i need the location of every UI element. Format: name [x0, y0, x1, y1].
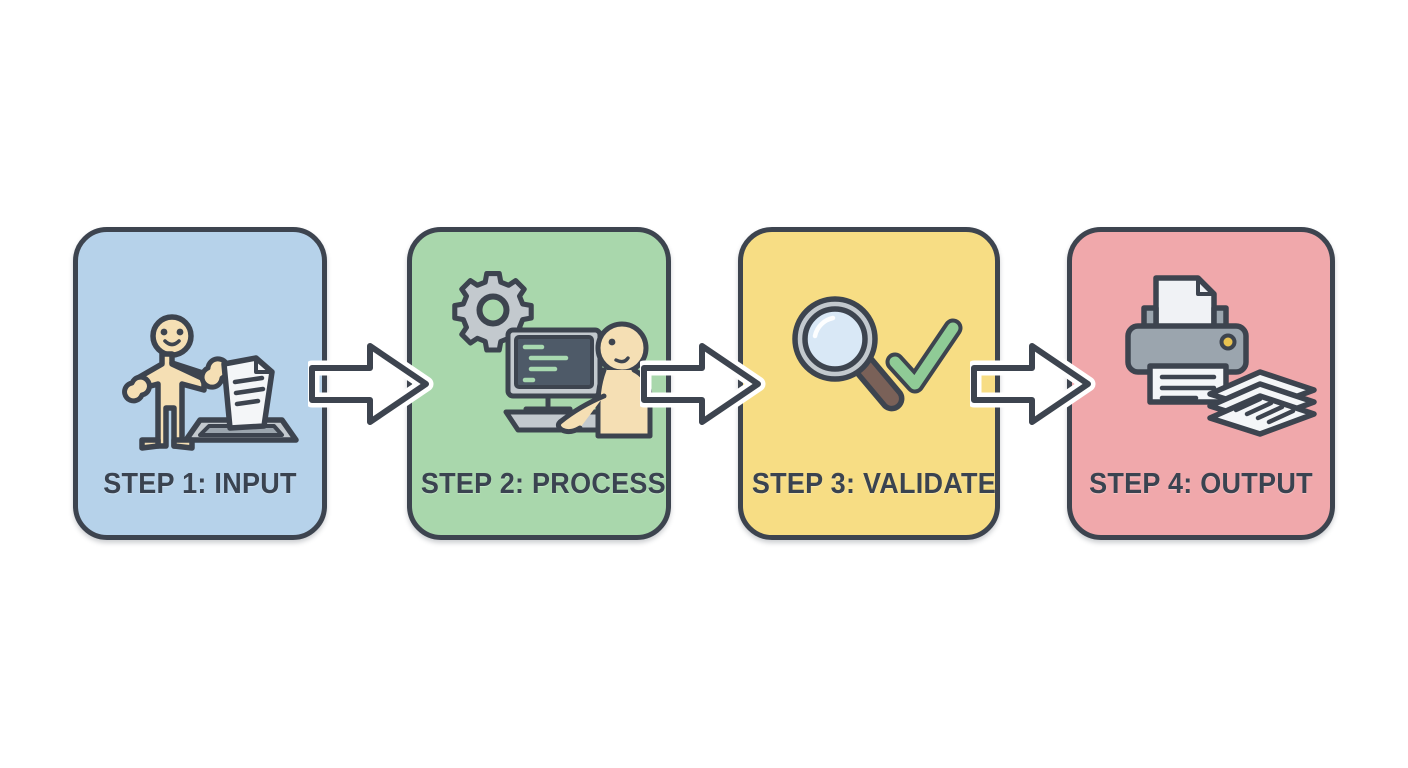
- step-card-output[interactable]: STEP 4: OUTPUT: [1067, 227, 1335, 540]
- step-card-process-content: STEP 2: PROCESS: [412, 232, 666, 535]
- step-3-icon-area: [743, 246, 995, 456]
- step-4-label: STEP 4: OUTPUT: [1089, 468, 1313, 500]
- person-at-computer-icon: [503, 321, 653, 439]
- step-1-label: STEP 1: INPUT: [103, 468, 297, 500]
- step-3-label: STEP 3: VALIDATE: [751, 468, 997, 500]
- gear-icon: [452, 271, 534, 353]
- printer-icon: [1125, 275, 1249, 405]
- step-card-input[interactable]: STEP 1: INPUT: [73, 227, 327, 540]
- paper-stack-icon: [1207, 369, 1317, 437]
- person-submitting-document-icon: [122, 314, 299, 451]
- step-1-icon-area: [78, 246, 322, 456]
- step-2-icon-area: [412, 246, 666, 456]
- step-card-process[interactable]: STEP 2: PROCESS: [407, 227, 671, 540]
- step-card-output-content: STEP 4: OUTPUT: [1072, 232, 1330, 535]
- step-2-label: STEP 2: PROCESS: [420, 468, 666, 500]
- step-card-validate-content: STEP 3: VALIDATE: [743, 232, 995, 535]
- step-card-validate[interactable]: STEP 3: VALIDATE: [738, 227, 1000, 540]
- magnifier-icon: [792, 296, 963, 412]
- step-4-icon-area: [1072, 246, 1330, 456]
- step-card-input-content: STEP 1: INPUT: [78, 232, 322, 535]
